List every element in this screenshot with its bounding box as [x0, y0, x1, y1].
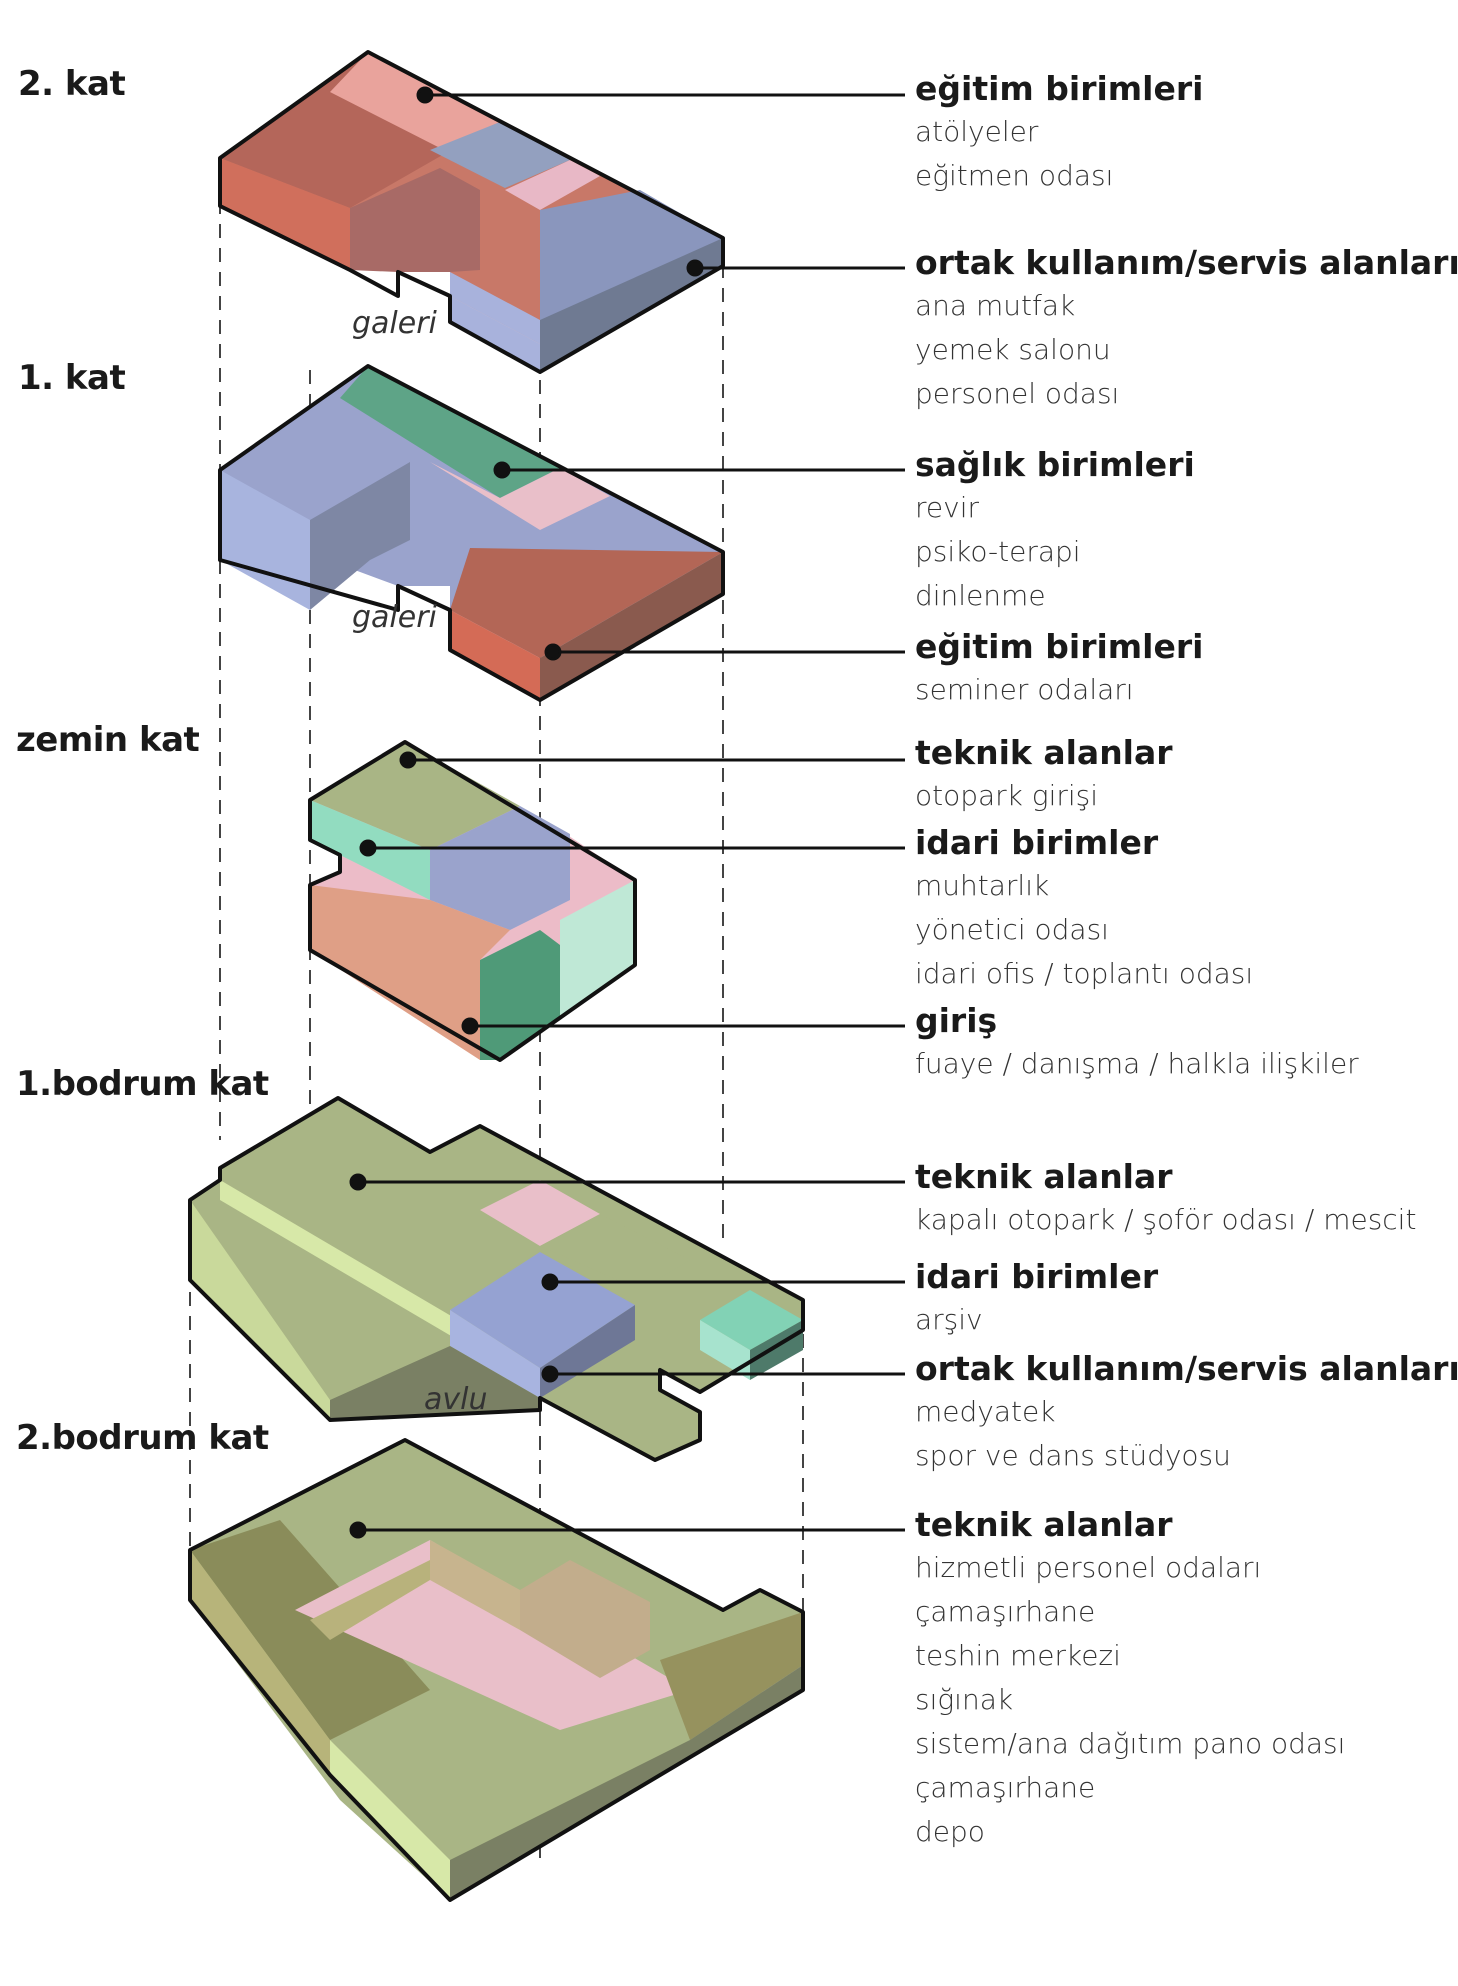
- legend-ortak-2: ortak kullanım/servis alanları ana mutfa…: [915, 242, 1458, 416]
- floor-label-basement-1: 1.bodrum kat: [16, 1064, 269, 1104]
- legend-ortak-b1: ortak kullanım/servis alanları medyatek …: [915, 1348, 1458, 1478]
- leader-dot: [541, 1273, 559, 1291]
- note-avlu: avlu: [424, 1382, 488, 1417]
- legend-heading: eğitim birimleri: [915, 69, 1204, 108]
- legend-saglik-1: sağlık birimleri revir psiko-terapi dinl…: [915, 444, 1195, 618]
- legend-item: hizmetli personel odaları: [915, 1551, 1262, 1584]
- note-galeri-1: galeri: [352, 600, 437, 635]
- legend-heading: teknik alanlar: [915, 1157, 1173, 1196]
- legend-item: idari ofis / toplantı odası: [915, 957, 1254, 990]
- legend-item: çamaşırhane: [915, 1771, 1096, 1804]
- legend-item: kapalı otopark / şoför odası / mescit: [915, 1203, 1417, 1236]
- leader-dot: [349, 1521, 367, 1539]
- legend-item: yönetici odası: [915, 913, 1109, 946]
- legend-item: revir: [915, 491, 979, 524]
- legend-item: muhtarlık: [915, 869, 1050, 902]
- legend-heading: teknik alanlar: [915, 1505, 1173, 1544]
- floor-2-block: [218, 50, 725, 374]
- legend-heading: teknik alanlar: [915, 733, 1173, 772]
- leader-dot: [686, 259, 704, 277]
- floor-label-basement-2: 2.bodrum kat: [16, 1418, 269, 1458]
- leader-dot: [359, 839, 377, 857]
- leader-dot: [416, 86, 434, 104]
- legend-teknik-zemin: teknik alanlar otopark girişi: [915, 732, 1173, 818]
- legend-item: ana mutfak: [915, 289, 1076, 322]
- basement-2-block: [188, 1438, 805, 1902]
- legend-giris: giriş fuaye / danışma / halkla ilişkiler: [915, 1000, 1359, 1086]
- leader-dot: [349, 1173, 367, 1191]
- legend-idari-zemin: idari birimler muhtarlık yönetici odası …: [915, 822, 1253, 996]
- legend-heading: sağlık birimleri: [915, 445, 1195, 484]
- legend-heading: giriş: [915, 1001, 998, 1040]
- leader-dot: [541, 1365, 559, 1383]
- legend-item: otopark girişi: [915, 779, 1099, 812]
- legend-item: depo: [915, 1815, 985, 1848]
- floor-label-2: 2. kat: [18, 64, 126, 104]
- legend-item: eğitmen odası: [915, 159, 1114, 192]
- legend-heading: ortak kullanım/servis alanları: [915, 1349, 1458, 1388]
- legend-egitim-2: eğitim birimleri atölyeler eğitmen odası: [915, 68, 1203, 198]
- legend-egitim-1: eğitim birimleri seminer odaları: [915, 626, 1203, 712]
- legend-heading: eğitim birimleri: [915, 627, 1204, 666]
- note-galeri-2: galeri: [352, 306, 437, 341]
- legend-item: fuaye / danışma / halkla ilişkiler: [915, 1047, 1359, 1080]
- legend-item: sistem/ana dağıtım pano odası: [915, 1727, 1346, 1760]
- legend-item: spor ve dans stüdyosu: [915, 1439, 1231, 1472]
- legend-heading: ortak kullanım/servis alanları: [915, 243, 1458, 282]
- legend-item: personel odası: [915, 377, 1120, 410]
- legend-item: medyatek: [915, 1395, 1056, 1428]
- legend-idari-b1: idari birimler arşiv: [915, 1256, 1158, 1342]
- legend-teknik-b1: teknik alanlar kapalı otopark / şoför od…: [915, 1156, 1416, 1242]
- leader-dot: [461, 1017, 479, 1035]
- legend-item: yemek salonu: [915, 333, 1111, 366]
- legend-heading: idari birimler: [915, 1257, 1159, 1296]
- legend-item: teshin merkezi: [915, 1639, 1121, 1672]
- legend-item: psiko-terapi: [915, 535, 1081, 568]
- legend-item: seminer odaları: [915, 673, 1134, 706]
- basement-1-block: [188, 1096, 805, 1462]
- legend-heading: idari birimler: [915, 823, 1159, 862]
- leader-dot: [544, 643, 562, 661]
- leader-dot: [399, 751, 417, 769]
- floor-label-1: 1. kat: [18, 358, 126, 398]
- legend-item: arşiv: [915, 1303, 983, 1336]
- floor-1-block: [218, 364, 725, 702]
- ground-floor-block: [308, 740, 637, 1062]
- legend-item: çamaşırhane: [915, 1595, 1096, 1628]
- leader-lines: [349, 86, 905, 1539]
- floor-label-ground: zemin kat: [16, 720, 200, 760]
- legend-item: atölyeler: [915, 115, 1039, 148]
- legend-teknik-b2: teknik alanlar hizmetli personel odaları…: [915, 1504, 1345, 1854]
- legend-item: sığınak: [915, 1683, 1014, 1716]
- leader-dot: [493, 461, 511, 479]
- legend-item: dinlenme: [915, 579, 1046, 612]
